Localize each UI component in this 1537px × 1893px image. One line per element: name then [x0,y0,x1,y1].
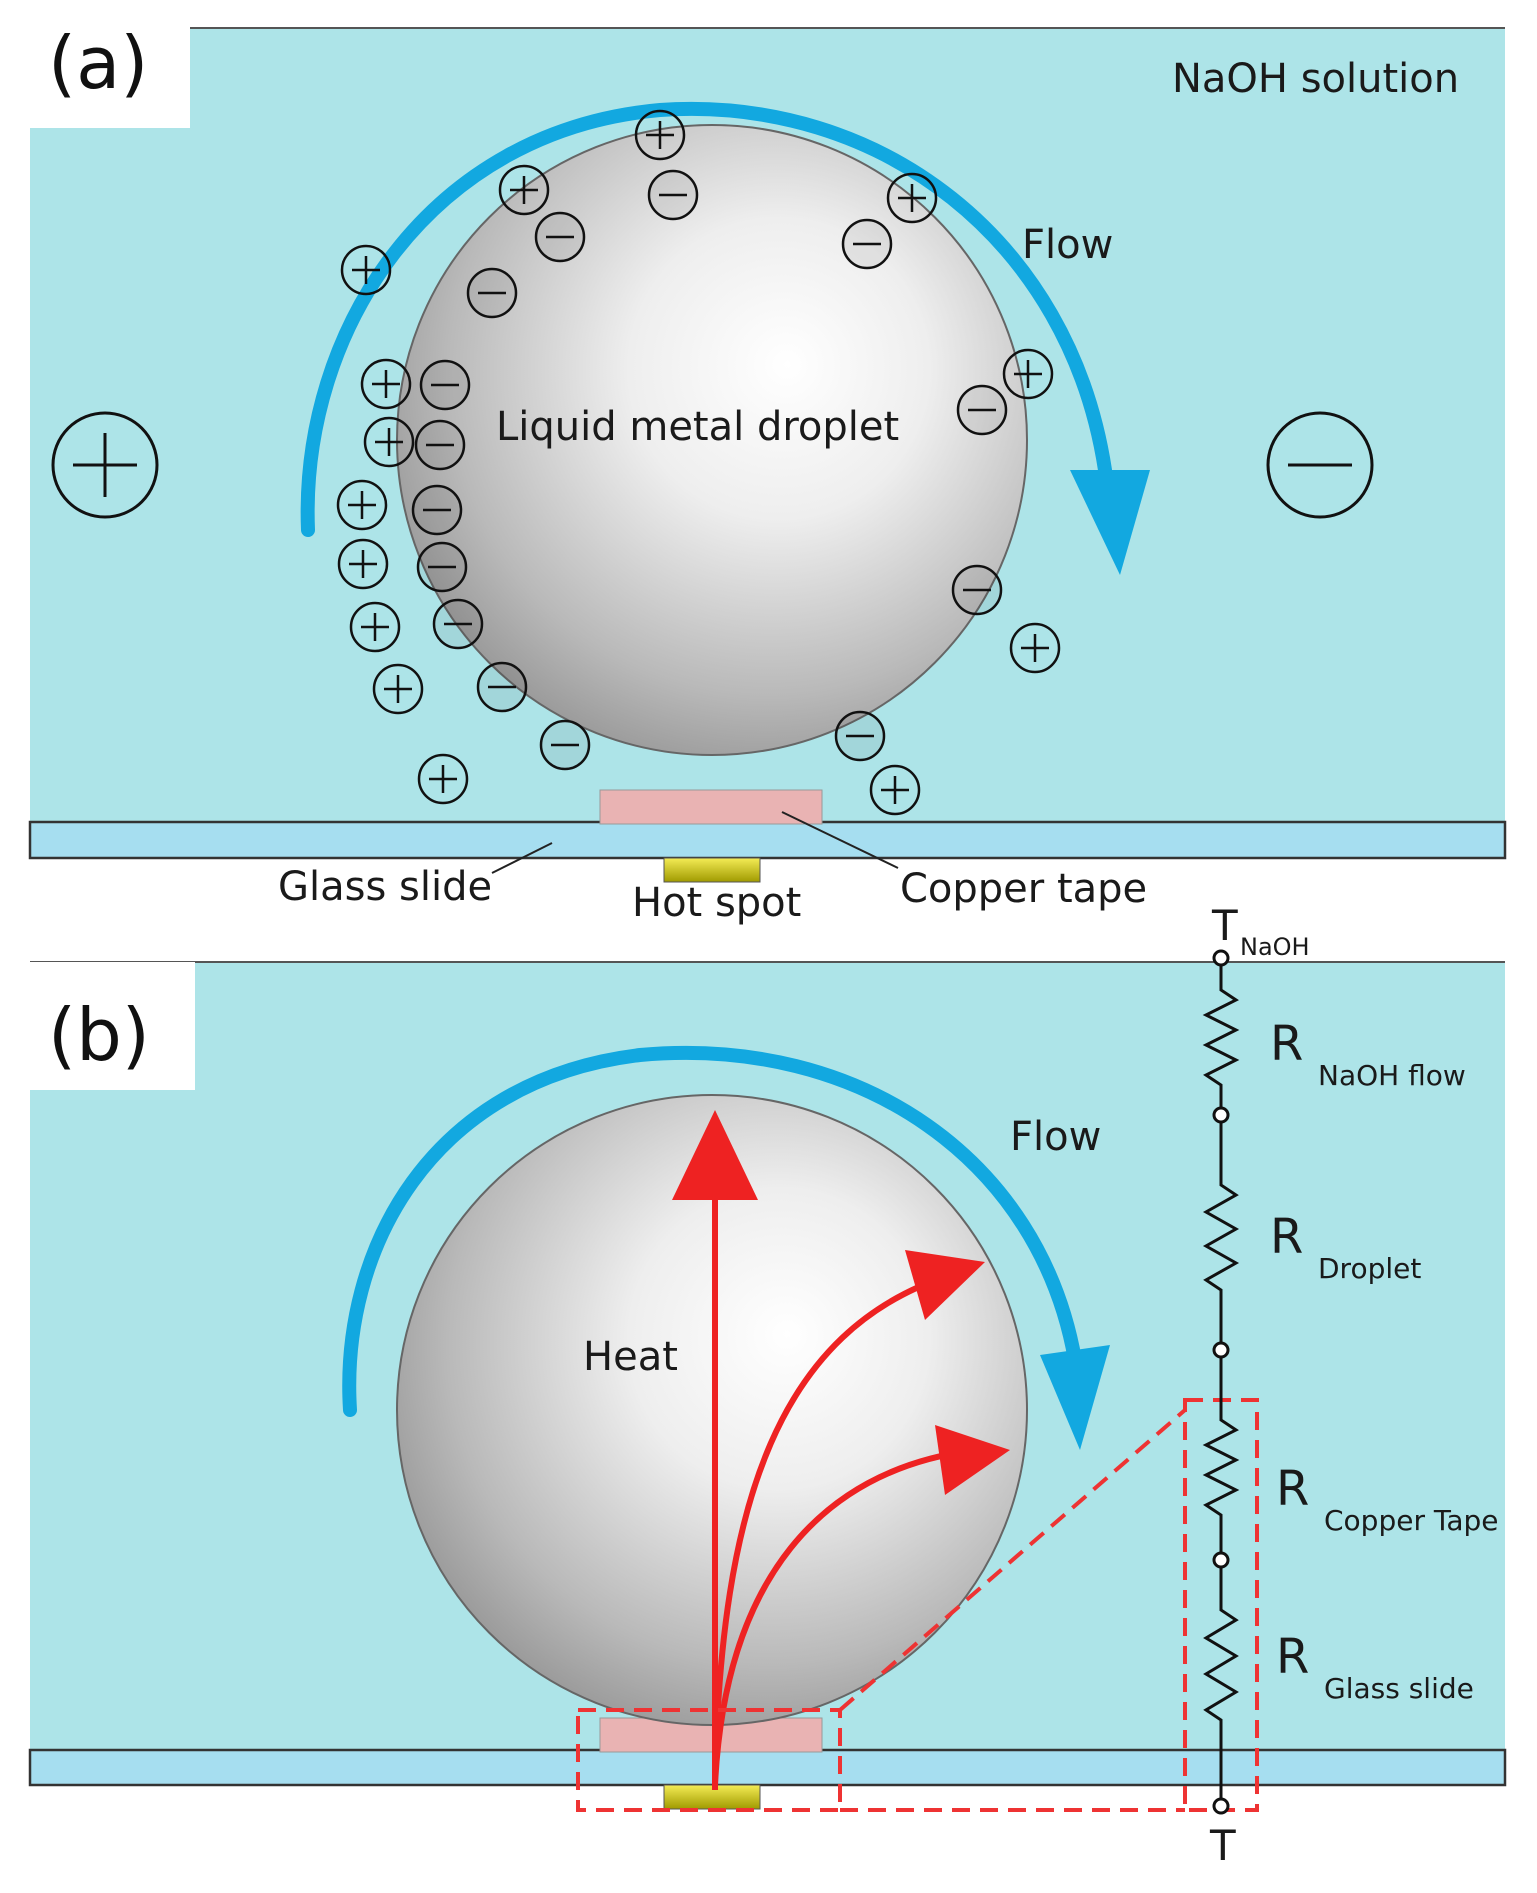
flow-label-b: Flow [1010,1114,1101,1160]
r-naoh-flow-symbol: R [1270,1016,1303,1072]
panel-b: (b) Flow Heat [0,901,1507,1870]
flow-arrowhead-b [1040,1345,1110,1450]
negative-ion-icon [841,218,893,270]
node-bottom [1212,1797,1230,1815]
negative-ion-icon [834,710,886,762]
hot-spot-label: Hot spot [632,880,801,926]
r-droplet-symbol: R [1270,1209,1303,1265]
negative-ion-icon [466,267,518,319]
flow-arrowhead-a [1070,470,1150,575]
panel-b-label: (b) [48,993,150,1077]
flow-label-a: Flow [1022,222,1113,268]
positive-ion-icon [336,479,388,531]
positive-ion-icon [417,753,469,805]
negative-ion-icon [956,384,1008,436]
positive-ion-icon [363,416,415,468]
glass-slide-label: Glass slide [278,864,492,910]
heat-label: Heat [583,1334,678,1380]
negative-electrode-icon [1266,411,1374,519]
r-glass-slide-subscript: Glass slide [1324,1672,1474,1705]
resistor-glass-slide [1203,1600,1239,1800]
t-naoh-symbol: T [1211,901,1238,950]
negative-ion-icon [534,211,586,263]
negative-ion-icon [951,564,1003,616]
positive-ion-icon [360,358,412,410]
r-naoh-flow-subscript: NaOH flow [1318,1059,1466,1092]
charge-double-layer [336,109,1061,816]
t-naoh-subscript: NaOH [1240,933,1310,961]
t-bottom-symbol: T [1209,1821,1236,1870]
heat-arrowhead-upper [905,1250,985,1320]
thermal-resistance-circuit: T NaOH T R NaOH flow R Droplet R Copper … [1202,901,1499,1870]
droplet-label: Liquid metal droplet [496,404,899,450]
node-2 [1212,1341,1230,1359]
positive-ion-icon [886,172,938,224]
copper-tape-label: Copper tape [900,866,1147,912]
positive-ion-icon [869,764,921,816]
hot-spot-a [663,857,761,883]
negative-ion-icon [419,359,471,411]
glass-slide-a [28,820,1507,860]
positive-ion-icon [372,663,424,715]
node-1 [1212,1106,1230,1124]
zoom-line-top [838,1408,1187,1712]
liquid-metal-droplet-a [396,124,1028,756]
positive-ion-icon [1009,622,1061,674]
positive-electrode-icon [51,411,159,519]
panel-a: (a) NaOH solution Liquid metal droplet F… [0,0,1507,926]
resistor-droplet [1202,1175,1240,1345]
positive-ion-icon [1002,348,1054,400]
panel-a-label: (a) [48,21,148,105]
resistor-copper-tape [1202,1410,1240,1555]
flow-arrow-b [342,1045,1082,1417]
panel-b-label-box [0,962,195,1090]
copper-tape-a [599,789,823,825]
r-copper-tape-subscript: Copper Tape [1324,1504,1499,1537]
node-top [1212,949,1230,967]
negative-ion-icon [414,419,466,471]
interface-dashed-box [576,1708,842,1812]
negative-ion-icon [539,719,591,771]
positive-ion-icon [634,109,686,161]
negative-ion-icon [416,541,468,593]
positive-ion-icon [337,538,389,590]
heat-arrowhead-vertical [672,1110,758,1200]
r-copper-tape-symbol: R [1276,1461,1309,1517]
negative-ion-icon [432,598,484,650]
heat-arrow-curve-lower [712,1447,976,1786]
positive-ion-icon [340,244,392,296]
resistor-naoh-flow [1202,980,1240,1110]
positive-ion-icon [498,164,550,216]
negative-ion-icon [476,661,528,713]
positive-ion-icon [349,601,401,653]
heat-arrow-curve-upper [712,1272,951,1786]
r-glass-slide-symbol: R [1276,1629,1309,1685]
glass-slide-leader [491,842,553,874]
glass-slide-b [28,1748,1507,1787]
naoh-solution-label: NaOH solution [1172,56,1459,102]
panel-a-label-box [0,0,190,128]
negative-ion-icon [411,484,463,536]
node-3 [1212,1551,1230,1569]
r-droplet-subscript: Droplet [1318,1252,1421,1285]
copper-tape-leader [781,811,899,869]
negative-ion-icon [647,169,699,221]
heat-arrowhead-lower [935,1425,1010,1495]
